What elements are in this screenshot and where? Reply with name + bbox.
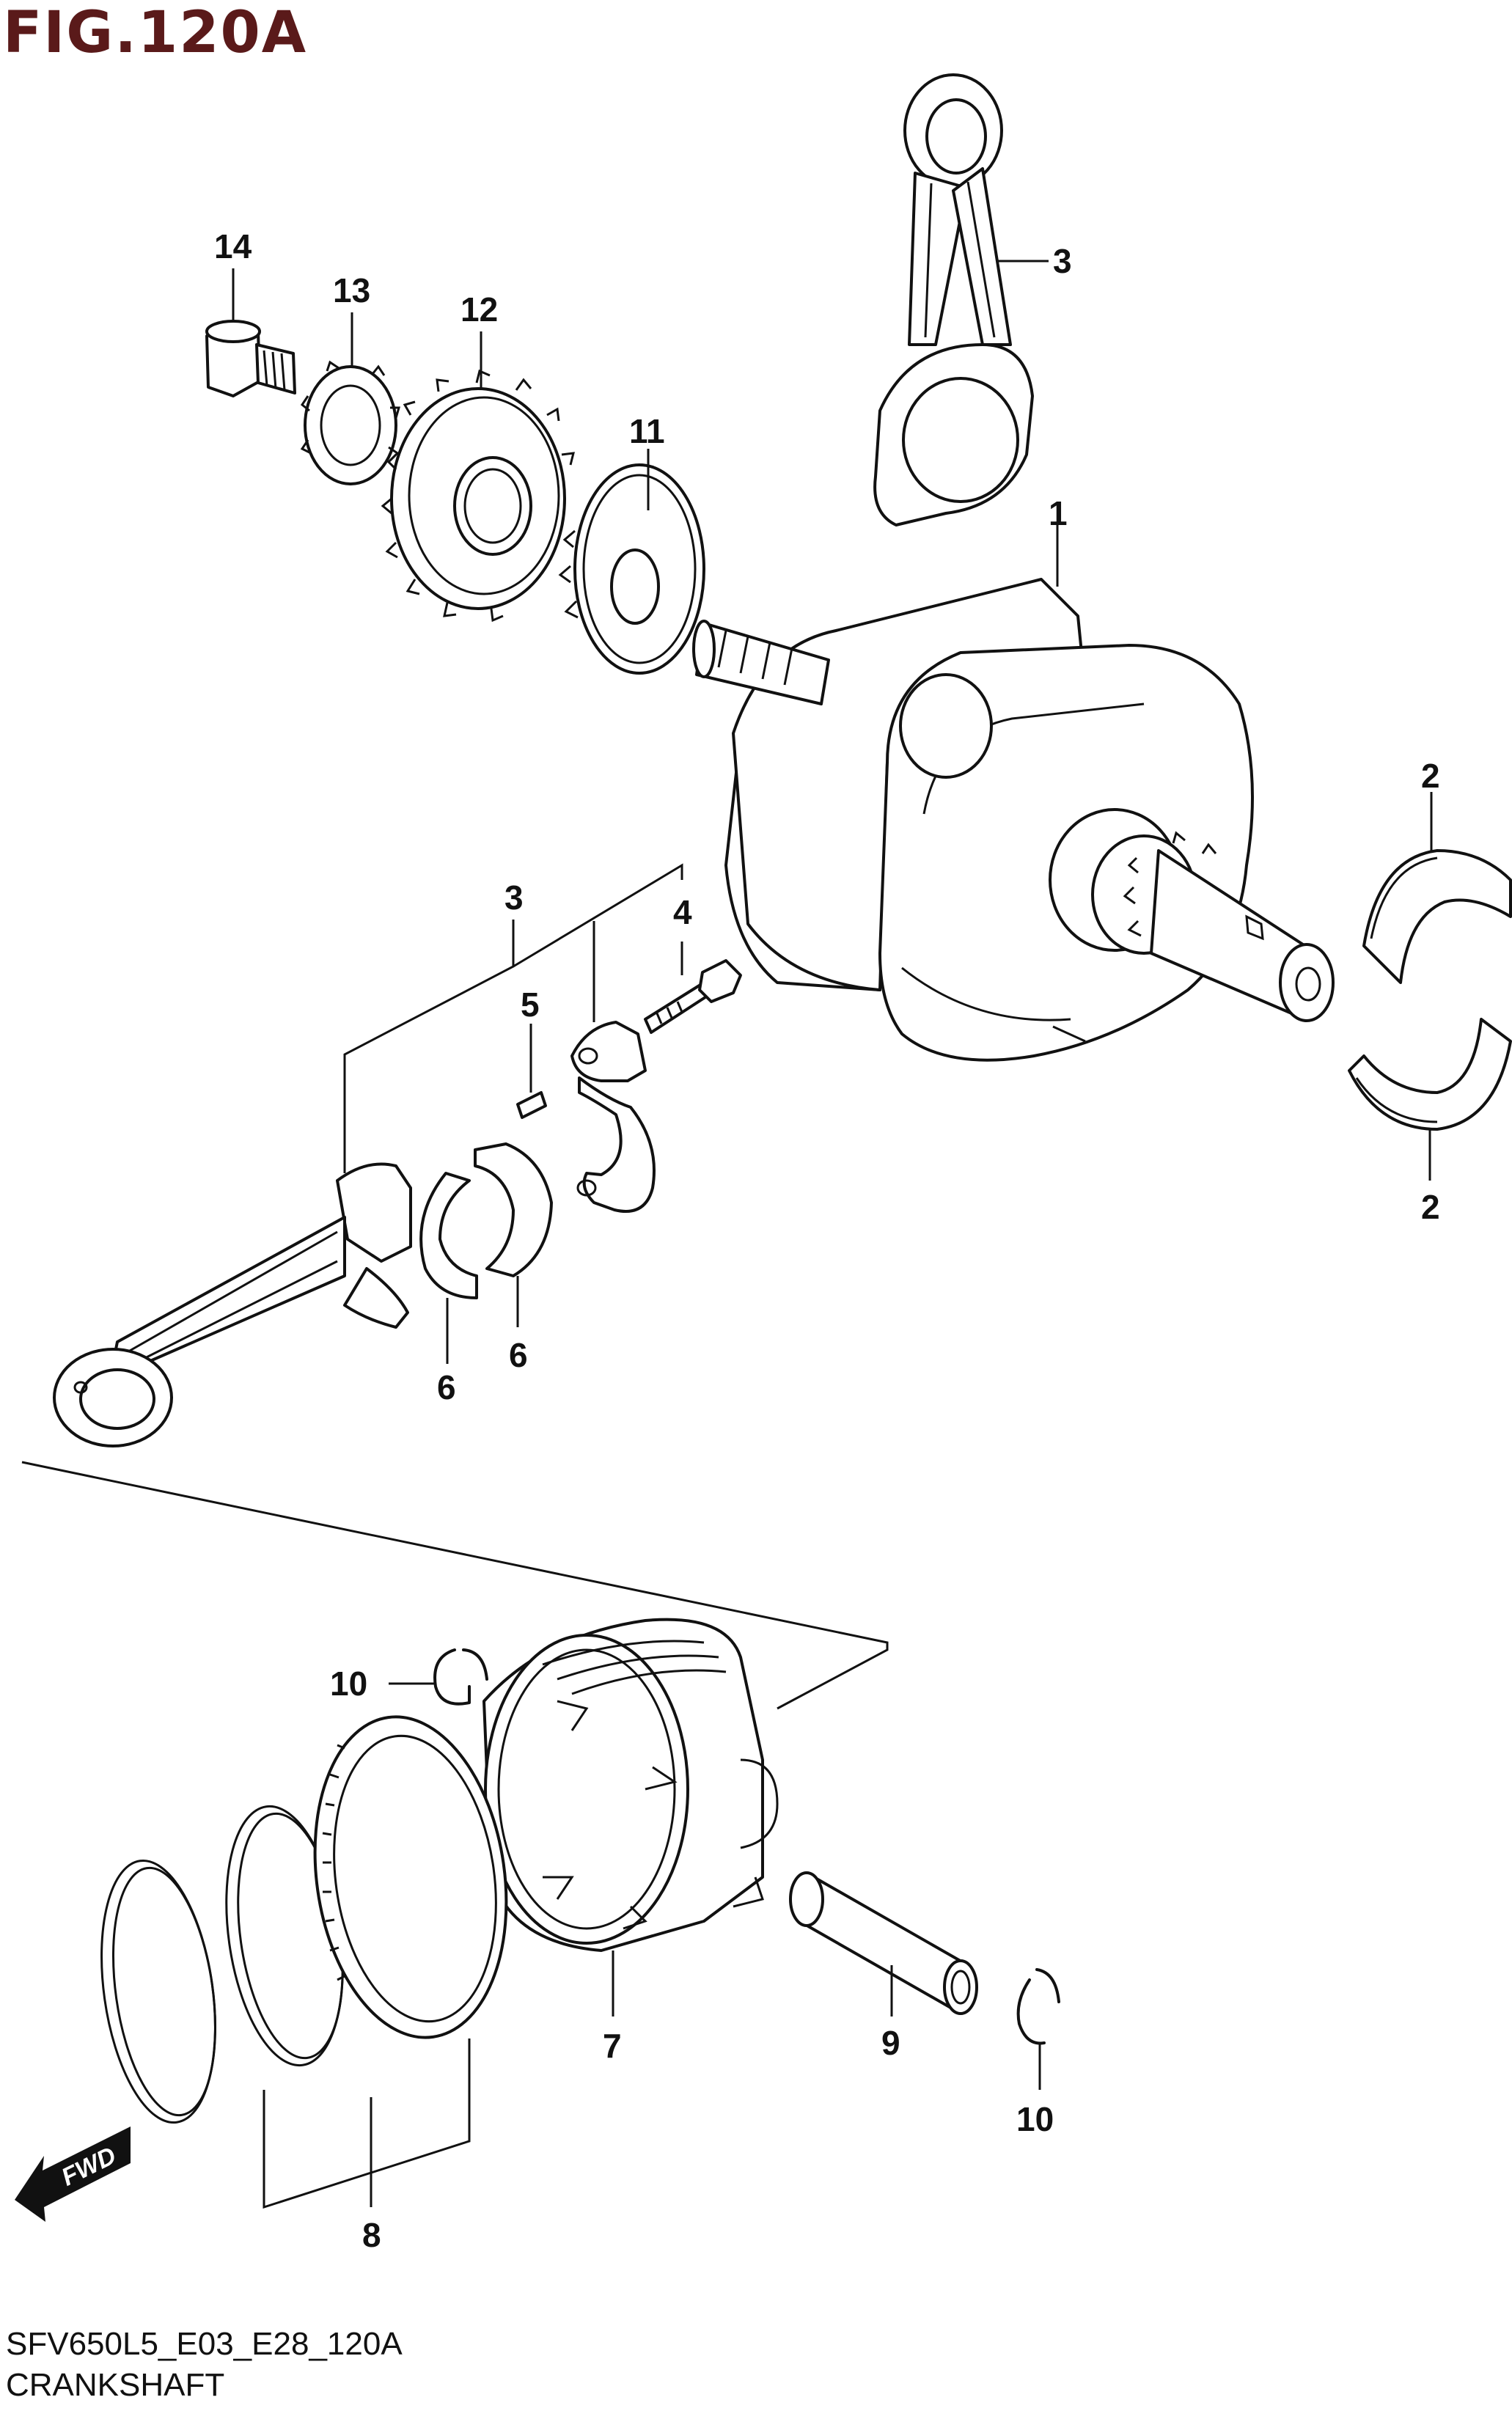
callout-6-right: 6 <box>509 1336 528 1374</box>
part-4-rod-bolt[interactable] <box>644 959 742 1034</box>
part-3-rod-cap[interactable] <box>570 1021 656 1213</box>
part-3-connecting-rod-lower[interactable] <box>53 1162 412 1447</box>
callout-5: 5 <box>521 986 540 1024</box>
callout-6-left: 6 <box>437 1368 456 1406</box>
callout-2-upper: 2 <box>1421 757 1440 795</box>
part-7-piston[interactable] <box>482 1618 779 1952</box>
part-2-bearing-upper[interactable] <box>1362 849 1512 984</box>
part-10-circlip-right[interactable] <box>1016 1968 1060 2045</box>
callout-1: 1 <box>1049 494 1068 532</box>
figure-name: CRANKSHAFT <box>6 2367 225 2403</box>
fwd-direction-arrow: FWD <box>15 2126 131 2222</box>
part-2-bearing-lower[interactable] <box>1348 1018 1512 1131</box>
figure-code: SFV650L5_E03_E28_120A <box>6 2326 403 2362</box>
leader-lines <box>21 260 1433 2209</box>
callout-8: 8 <box>362 2216 381 2254</box>
callout-3-lower: 3 <box>504 878 524 917</box>
part-12-small-gear[interactable] <box>300 360 400 485</box>
callout-12: 13 <box>333 271 370 309</box>
callout-3-top: 3 <box>1053 242 1072 280</box>
callout-4: 4 <box>673 893 692 931</box>
part-10-circlip-left[interactable] <box>433 1648 488 1706</box>
part-3-connecting-rod-top[interactable] <box>873 73 1034 526</box>
callout-13: 12 <box>460 290 498 329</box>
part-6-rod-bearing-b[interactable] <box>474 1142 553 1277</box>
callout-10-left: 10 <box>330 1665 367 1703</box>
callout-2-lower: 2 <box>1421 1188 1440 1226</box>
figure-title: FIG.120A <box>3 0 308 66</box>
part-6-rod-bearing-a[interactable] <box>419 1172 478 1299</box>
part-13-primary-drive-gear[interactable] <box>381 369 575 623</box>
part-11-washer[interactable] <box>558 463 705 675</box>
part-9-piston-pin[interactable] <box>789 1871 978 2015</box>
callout-7: 7 <box>603 2027 622 2065</box>
callout-14: 14 <box>214 227 252 265</box>
callout-11: 11 <box>629 412 665 450</box>
part-8-piston-ring-set[interactable] <box>87 1704 526 2129</box>
callout-9: 9 <box>881 2024 900 2062</box>
callout-10-right: 10 <box>1016 2100 1054 2138</box>
part-14-bolt[interactable] <box>205 320 296 397</box>
part-5-dowel-pin[interactable] <box>516 1091 547 1119</box>
callout-numbers: 14 13 12 11 3 1 2 2 3 4 5 6 6 10 7 9 10 … <box>214 227 1440 2254</box>
part-1-crankshaft[interactable] <box>692 578 1335 1062</box>
